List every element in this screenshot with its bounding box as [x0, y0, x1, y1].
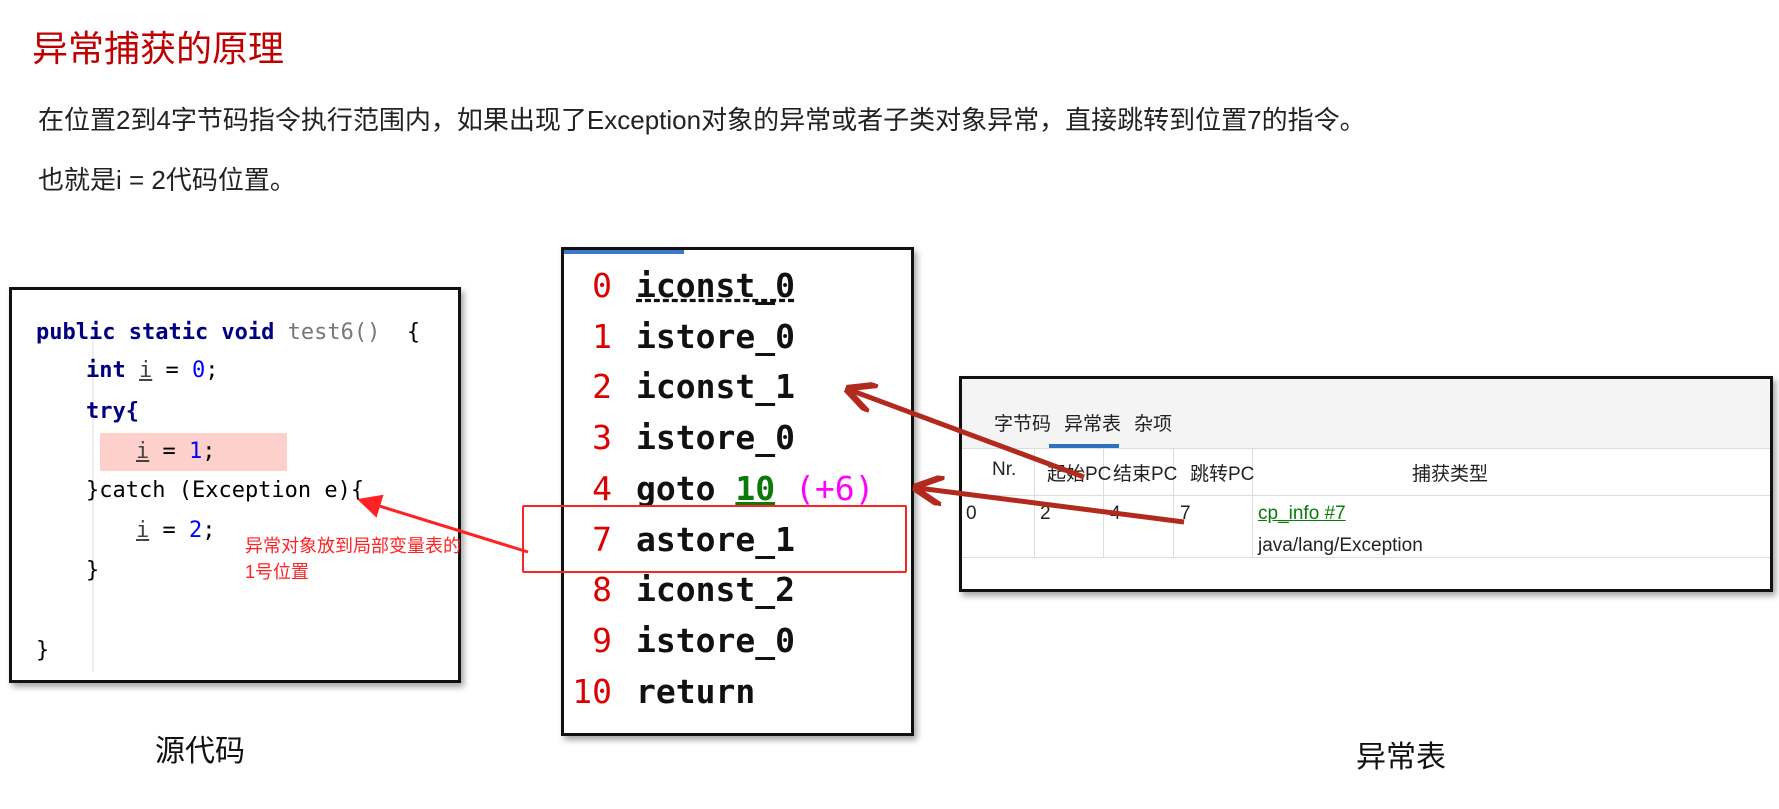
source-code-panel: public static void test6() { int i = 0; …	[9, 287, 461, 683]
annotation-line-1: 异常对象放到局部变量表的	[245, 536, 461, 556]
bytecode-index: 4	[592, 468, 612, 508]
bytecode-row: 4 goto 10 (+6)	[564, 469, 874, 519]
bytecode-op: iconst_0	[636, 266, 795, 305]
source-caption: 源代码	[155, 735, 245, 768]
bytecode-row: 1 istore_0	[564, 317, 795, 367]
bytecode-index: 10	[572, 671, 612, 711]
exception-table-panel: 字节码 异常表 杂项 Nr. 起始PC 结束PC 跳转PC 捕获类型 0 2 4…	[959, 376, 1773, 592]
arrow-annotation	[357, 494, 529, 554]
cell-nr: 0	[966, 503, 977, 524]
annotation-line-2: 1号位置	[245, 562, 310, 582]
bytecode-row: 2 iconst_1	[564, 367, 795, 417]
header-end-pc: 结束PC	[1113, 464, 1178, 485]
bytecode-index: 2	[592, 367, 612, 407]
bytecode-row: 9 istore_0	[564, 621, 795, 671]
code-line-7: }	[86, 558, 100, 583]
bytecode-index: 3	[592, 418, 612, 458]
arrow-start-pc	[850, 390, 1085, 480]
bytecode-op: iconst_2	[636, 570, 795, 610]
tab-misc[interactable]: 杂项	[1134, 414, 1173, 435]
tab-exception-table[interactable]: 异常表	[1064, 414, 1122, 435]
code-line-6: i = 2;	[136, 518, 216, 543]
exception-table-caption: 异常表	[1356, 741, 1446, 774]
bytecode-panel: 0 iconst_0 1 istore_0 2 iconst_1 3 istore_0 4 got…	[561, 247, 914, 736]
annotation-note: 异常对象放到局部变量表的 1号位置	[245, 533, 461, 585]
bytecode-op: istore_0	[636, 316, 795, 356]
code-line-3: try{	[86, 399, 139, 424]
tab-bar: 字节码 异常表 杂项	[962, 379, 1770, 449]
bytecode-row: 8 iconst_2	[564, 570, 795, 620]
description-line-2: 也就是i = 2代码位置。	[38, 165, 296, 195]
bytecode-index: 0	[592, 266, 612, 305]
tab-bytecode[interactable]: 字节码	[994, 414, 1052, 435]
page-title: 异常捕获的原理	[32, 28, 285, 69]
jump-offset: (+6)	[775, 468, 875, 508]
bytecode-index: 1	[592, 316, 612, 356]
bytecode-row: 7 astore_1	[564, 520, 795, 570]
bytecode-index: 9	[592, 620, 612, 660]
bytecode-index: 8	[592, 570, 612, 610]
cell-catch-type: java/lang/Exception	[1258, 535, 1423, 556]
cell-handler-pc: 7	[1180, 503, 1191, 524]
description-line-1: 在位置2到4字节码指令执行范围内，如果出现了Exception对象的异常或者子类…	[38, 105, 1366, 135]
bytecode-index: 7	[592, 519, 612, 559]
bytecode-op: iconst_1	[636, 367, 795, 407]
bytecode-op: goto	[636, 468, 736, 508]
header-catch-type: 捕获类型	[1412, 464, 1489, 485]
code-line-2: int i = 0;	[86, 358, 219, 383]
bytecode-op: istore_0	[636, 418, 795, 458]
bytecode-op: istore_0	[636, 620, 795, 660]
bytecode-row: 10 return	[564, 672, 755, 722]
bytecode-row: 0 iconst_0	[564, 266, 795, 316]
code-line-1: public static void test6() {	[36, 320, 421, 345]
code-line-4: i = 1;	[136, 439, 216, 464]
header-nr: Nr.	[992, 459, 1017, 480]
cp-info-link[interactable]: cp_info #7	[1258, 503, 1346, 524]
active-tab-indicator	[1049, 444, 1119, 448]
bytecode-row: 3 istore_0	[564, 418, 795, 468]
panel-tab-indicator	[564, 250, 684, 254]
highlight-try-body	[100, 433, 287, 471]
arrow-end-pc	[918, 488, 1185, 525]
code-line-5: }catch (Exception e){	[86, 478, 365, 503]
bytecode-op: return	[636, 671, 756, 711]
handler-highlight-box	[522, 505, 907, 573]
jump-target-link[interactable]: 10	[735, 468, 776, 508]
header-handler-pc: 跳转PC	[1190, 464, 1255, 485]
bytecode-op: astore_1	[636, 519, 795, 559]
cell-start-pc: 2	[1040, 503, 1051, 524]
code-line-8: }	[36, 638, 50, 663]
